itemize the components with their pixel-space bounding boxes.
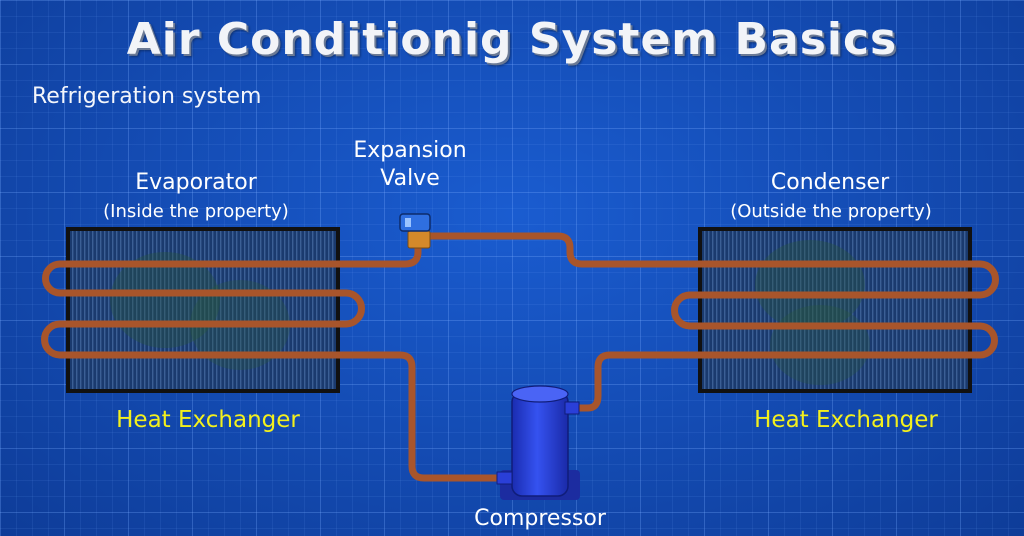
evaporator-location: (Inside the property) bbox=[103, 201, 289, 222]
compressor-label: Compressor bbox=[474, 506, 606, 531]
evaporator-label: Evaporator bbox=[135, 170, 257, 195]
evaporator-coil bbox=[66, 227, 340, 393]
expansion-valve-label-line1: Expansion bbox=[353, 138, 467, 163]
diagram-subtitle: Refrigeration system bbox=[32, 84, 262, 109]
evaporator-role-label: Heat Exchanger bbox=[116, 407, 300, 433]
refrigerant-piping bbox=[41, 232, 999, 482]
condenser-coil bbox=[698, 227, 972, 393]
page-title: Air Conditionig System Basics bbox=[126, 14, 898, 65]
expansion-valve-label-line2: Valve bbox=[380, 166, 440, 191]
compressor-icon bbox=[496, 385, 580, 500]
expansion-valve-icon bbox=[399, 213, 431, 249]
condenser-role-label: Heat Exchanger bbox=[754, 407, 938, 433]
condenser-label: Condenser bbox=[770, 170, 890, 195]
condenser-location: (Outside the property) bbox=[730, 201, 932, 222]
